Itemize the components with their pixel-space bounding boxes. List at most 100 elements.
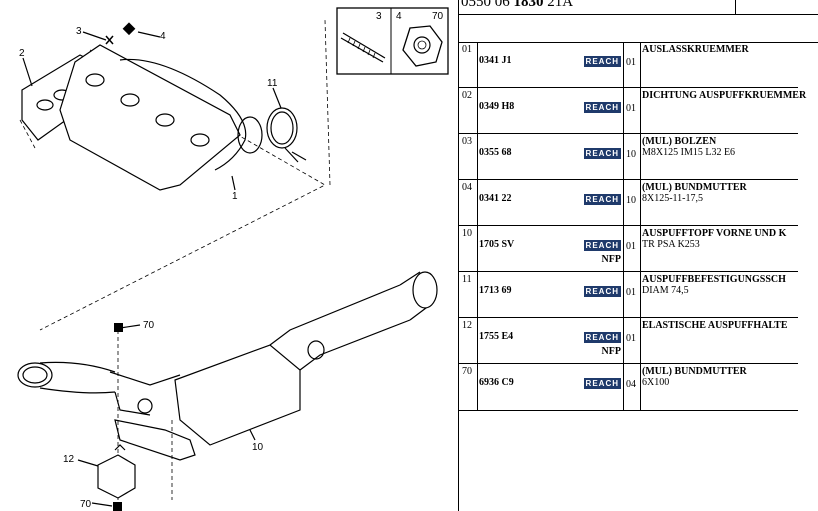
ref-cell: 0349 H8 REACH [477,88,624,133]
part-number[interactable]: 1755 E4 [479,331,514,342]
reach-badge: REACH [583,332,621,343]
part-number[interactable]: 1705 SV [479,239,515,250]
part-spec: DIAM 74,5 [642,285,689,296]
pos-cell: 10 [459,226,478,271]
part-description: (MUL) BUNDMUTTER [642,366,747,377]
pos-number: 10 [462,228,472,239]
diagram-reference: 0550 06 1830 21A [461,0,574,10]
quantity: 01 [626,57,636,68]
callout-10: 10 [252,442,264,453]
table-subheader [459,14,818,43]
description-cell: AUSLASSKRUEMMER [641,42,816,87]
hardware-inset [336,7,449,75]
ref-cell: 0341 J1 REACH [477,42,624,87]
pos-cell: 12 [459,318,478,363]
ref-cell: 0341 22 REACH [477,180,624,225]
catalog-header: 0550 06 1830 21A [459,0,818,15]
qty-cell: 10 [623,134,641,179]
pos-number: 04 [462,182,472,193]
diagram-svg: 3 4 70 3 4 2 11 1 70 10 12 70 [17,7,449,511]
parts-row[interactable]: 10 1705 SV REACH NFP 01 AUSPUFFTOPF VORNE UND… [459,226,798,272]
nut-marker-70-top [114,323,123,332]
description-cell: ELASTISCHE AUSPUFFHALTE [641,318,816,363]
quantity: 01 [626,241,636,252]
qty-cell: 10 [623,180,641,225]
pos-cell: 11 [459,272,478,317]
qty-cell: 04 [623,364,641,410]
pos-number: 70 [462,366,472,377]
nfp-flag: NFP [601,254,621,265]
reach-badge: REACH [583,102,621,113]
header-separator [735,0,736,14]
part-number[interactable]: 0341 J1 [479,55,512,66]
part-spec: 8X125-11-17,5 [642,193,704,204]
part-number[interactable]: 0349 H8 [479,101,515,112]
exhaust-clamp[interactable] [266,107,307,163]
part-number[interactable]: 0355 68 [479,147,512,158]
callout-inset-70: 70 [432,11,444,22]
pos-cell: 70 [459,364,478,410]
pos-number: 12 [462,320,472,331]
quantity: 04 [626,379,636,390]
part-description: ELASTISCHE AUSPUFFHALTE [642,320,788,331]
pos-cell: 02 [459,88,478,133]
parts-row[interactable]: 02 0349 H8 REACH 01 DICHTUNG AUSPUFFKRUEMMER [459,88,806,134]
rubber-exhaust-mount[interactable] [97,444,136,499]
exhaust-manifold[interactable] [59,44,263,191]
callout-2: 2 [19,48,25,59]
part-number[interactable]: 6936 C9 [479,377,514,388]
part-spec: 6X100 [642,377,670,388]
quantity: 10 [626,195,636,206]
qty-cell: 01 [623,272,641,317]
stud-marker [105,35,114,45]
quantity: 01 [626,103,636,114]
callout-70-top: 70 [143,320,155,331]
part-spec: M8X125 IM15 L32 E6 [642,147,736,158]
part-number[interactable]: 1713 69 [479,285,512,296]
nut-marker [122,22,136,36]
part-number[interactable]: 0341 22 [479,193,512,204]
description-cell: DICHTUNG AUSPUFFKRUEMMER [641,88,816,133]
reach-badge: REACH [583,56,621,67]
ref-cell: 1705 SV REACH NFP [477,226,624,271]
qty-cell: 01 [623,42,641,87]
callout-inset-3: 3 [376,11,382,22]
pos-cell: 04 [459,180,478,225]
callout-3: 3 [76,26,82,37]
stud-bolt-illustration[interactable] [340,32,386,63]
reach-badge: REACH [583,240,621,251]
part-description: AUSPUFFTOPF VORNE UND K [642,228,787,239]
quantity: 10 [626,149,636,160]
nut-marker-70-bottom [113,502,122,511]
pos-number: 02 [462,90,472,101]
part-description: (MUL) BOLZEN [642,136,717,147]
reach-badge: REACH [583,194,621,205]
pos-number: 03 [462,136,472,147]
exploded-parts-diagram: 3 4 70 3 4 2 11 1 70 10 12 70 [17,7,449,511]
reach-badge: REACH [583,378,621,389]
quantity: 01 [626,333,636,344]
flange-nut-illustration[interactable] [402,25,443,67]
front-exhaust-pipe-catalyst[interactable] [17,271,438,461]
panel-divider [458,0,459,511]
pos-number: 01 [462,44,472,55]
callout-1: 1 [232,191,238,202]
quantity: 01 [626,287,636,298]
callout-12: 12 [63,454,75,465]
callout-70-bottom: 70 [80,499,92,510]
part-description: AUSPUFFBEFESTIGUNGSSCH [642,274,786,285]
part-description: DICHTUNG AUSPUFFKRUEMMER [642,90,807,101]
